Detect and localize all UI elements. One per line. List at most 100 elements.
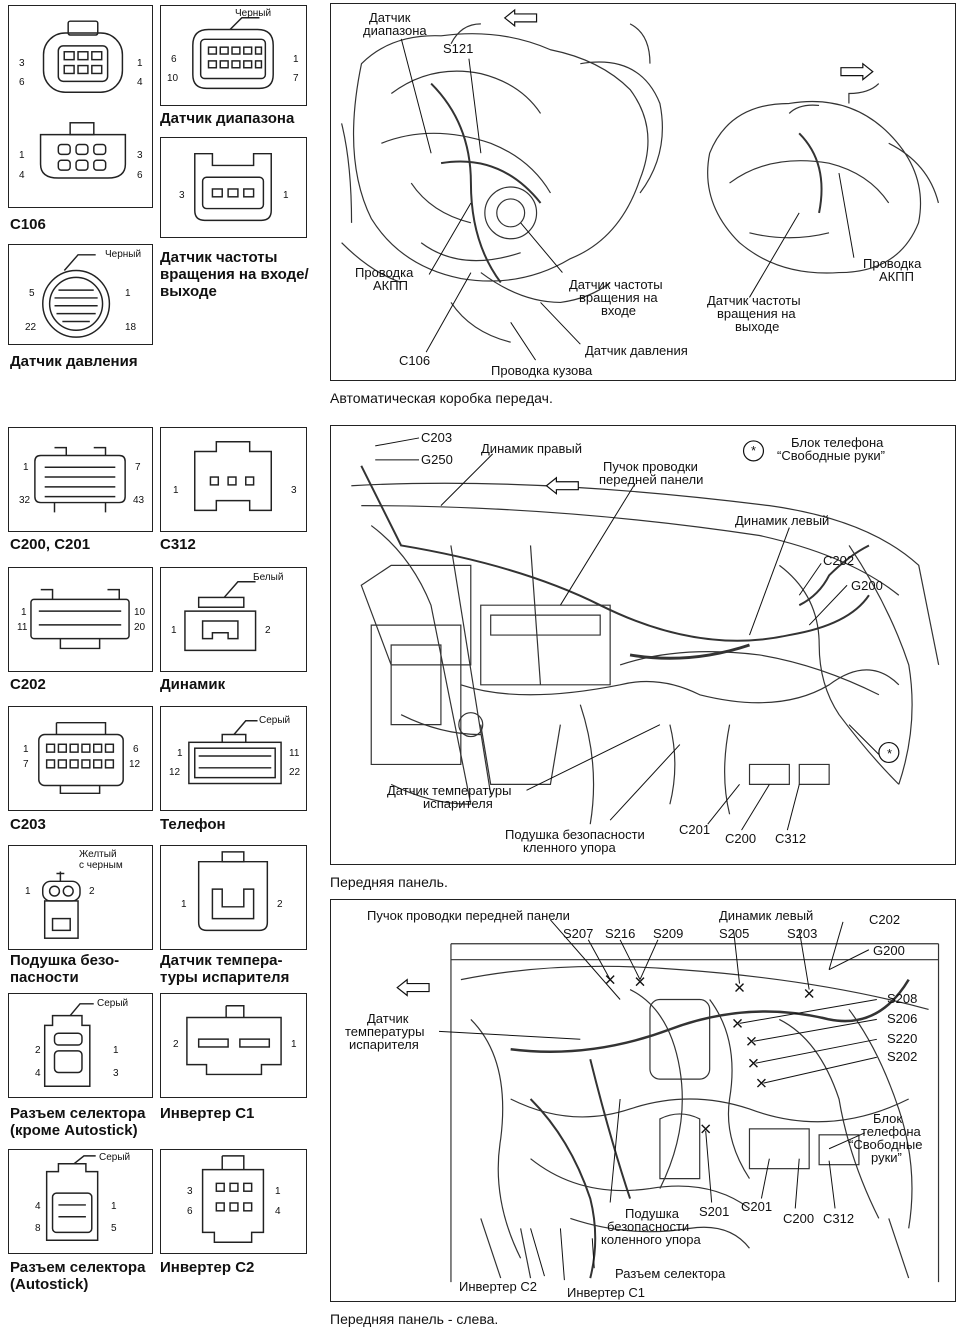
pin-1: 1 <box>291 1039 297 1050</box>
connector-pressure-sensor-drawing <box>42 254 111 338</box>
label-pressure-sensor: Датчик давления <box>585 343 688 358</box>
label-selector-connector: Разъем селектора <box>615 1266 726 1281</box>
label-dash-harness-1: Пучок проводки <box>603 459 698 474</box>
pin-7: 7 <box>135 462 141 473</box>
caption-c202: C202 <box>10 676 46 693</box>
pin-10: 10 <box>167 73 179 84</box>
label-s206: S206 <box>887 1011 918 1026</box>
connector-phone-drawing <box>188 719 282 785</box>
label-handsfree-unit-4: руки” <box>871 1150 902 1165</box>
pin-6: 6 <box>133 744 139 755</box>
caption-evaporator-sensor: Датчик темпера-туры испарителя <box>160 952 290 986</box>
pin-12: 12 <box>169 767 181 778</box>
pin-4: 4 <box>35 1201 41 1212</box>
label-evaporator-sensor-3: испарителя <box>349 1037 419 1052</box>
label-body-harness: Проводка кузова <box>491 363 593 378</box>
title-transmission: Автоматическая коробка передач. <box>330 390 553 406</box>
wire-color-with-black: с черным <box>79 860 123 871</box>
connector-speed-sensor-drawing <box>194 152 272 222</box>
pin-3: 3 <box>19 58 25 69</box>
connector-speaker: Белый 1 2 <box>160 567 307 672</box>
caption-c200-c201: C200, C201 <box>10 536 91 553</box>
pin-3: 3 <box>187 1186 193 1197</box>
pin-1: 1 <box>23 462 29 473</box>
wire-color-yellow: Желтый <box>79 849 117 860</box>
connector-c202: 1 11 10 20 <box>8 567 153 672</box>
wire-color-gray: Серый <box>99 1152 131 1163</box>
label-knee-airbag-2: безопасности <box>607 1219 690 1234</box>
label-evaporator-sensor-2: испарителя <box>423 796 493 811</box>
pin-6: 6 <box>187 1206 193 1217</box>
label-inverter-c2: Инвертер C2 <box>459 1279 537 1294</box>
caption-selector-non-autostick: Разъем селектора (кроме Autostick) <box>10 1105 146 1139</box>
wire-color-white: Белый <box>253 572 284 583</box>
pin-2: 2 <box>89 886 95 897</box>
label-s216: S216 <box>605 926 636 941</box>
connector-c202-drawing <box>30 588 130 650</box>
connector-c200-c201: 1 7 32 43 <box>8 427 153 532</box>
label-output-speed-sensor-1: Датчик частоты <box>707 293 801 308</box>
connector-inverter-c2-drawing <box>201 1155 265 1243</box>
caption-inverter-c2: Инвертер C2 <box>160 1259 255 1276</box>
pin-2: 2 <box>265 625 271 636</box>
pin-20: 20 <box>134 622 146 633</box>
label-c200: C200 <box>725 831 757 846</box>
label-c202: C202 <box>823 553 855 568</box>
label-evaporator-sensor-1: Датчик <box>367 1011 409 1026</box>
label-range-sensor-1: Датчик <box>369 10 411 25</box>
connector-c200-c201-drawing <box>34 446 126 513</box>
label-transmission-harness-left-1: Проводка <box>355 265 414 280</box>
pin-1: 1 <box>293 54 299 65</box>
label-dash-harness: Пучок проводки передней панели <box>367 908 570 923</box>
pin-5: 5 <box>29 288 35 299</box>
connector-speaker-drawing <box>184 580 257 652</box>
pin-6: 6 <box>19 77 25 88</box>
panel-dashboard-left: Пучок проводки передней панели S207 S216… <box>330 899 956 1302</box>
label-transmission-harness-left-2: АКПП <box>373 278 408 293</box>
pin-2: 2 <box>277 899 283 910</box>
pin-1: 1 <box>181 899 187 910</box>
connector-range-sensor: Черный 6 10 1 7 <box>160 5 307 106</box>
transmission-illustration <box>341 8 940 361</box>
label-s207: S207 <box>563 926 594 941</box>
label-output-speed-sensor-3: выходе <box>735 319 780 334</box>
connector-pressure-sensor: Черный 5 1 22 18 <box>8 244 153 345</box>
label-g200: G200 <box>873 943 905 958</box>
label-knee-airbag-2: кленного упора <box>523 840 616 855</box>
caption-c312: C312 <box>160 536 196 553</box>
label-handsfree-unit-1: Блок телефона <box>791 435 884 450</box>
caption-speaker: Динамик <box>160 676 226 693</box>
pin-8: 8 <box>35 1223 41 1234</box>
pin-22: 22 <box>25 322 37 333</box>
caption-range-sensor: Датчик диапазона <box>160 110 295 127</box>
label-input-speed-sensor-1: Датчик частоты <box>569 277 663 292</box>
pin-7: 7 <box>293 73 299 84</box>
label-s205: S205 <box>719 926 750 941</box>
star-marker-2: * <box>887 746 893 761</box>
label-c106: C106 <box>399 353 431 368</box>
pin-1: 1 <box>111 1201 117 1212</box>
pin-1: 1 <box>113 1045 119 1056</box>
connector-c106: 3 6 1 4 1 4 3 6 <box>8 5 153 208</box>
connector-evaporator-sensor-drawing <box>197 851 269 932</box>
label-knee-airbag-1: Подушка <box>625 1206 680 1221</box>
pin-4-lower: 4 <box>19 170 25 181</box>
label-output-speed-sensor-2: вращения на <box>717 306 796 321</box>
label-range-sensor-2: диапазона <box>363 23 427 38</box>
pin-5: 5 <box>111 1223 117 1234</box>
connector-c312: 1 3 <box>160 427 307 532</box>
wire-color-black: Черный <box>105 249 142 260</box>
label-inverter-c1: Инвертер C1 <box>567 1285 645 1300</box>
pin-1: 1 <box>23 744 29 755</box>
pin-6-lower: 6 <box>137 170 143 181</box>
connector-evaporator-sensor: 1 2 <box>160 845 307 950</box>
connector-c312-drawing <box>194 440 273 512</box>
label-c201: C201 <box>741 1199 773 1214</box>
connector-airbag: Желтый с черным 1 2 <box>8 845 153 950</box>
connector-c203-drawing <box>38 721 124 795</box>
label-s209: S209 <box>653 926 684 941</box>
wire-color-gray: Серый <box>97 998 129 1009</box>
pin-1: 1 <box>137 58 143 69</box>
label-knee-airbag-1: Подушка безопасности <box>505 827 645 842</box>
label-c201: C201 <box>679 822 711 837</box>
